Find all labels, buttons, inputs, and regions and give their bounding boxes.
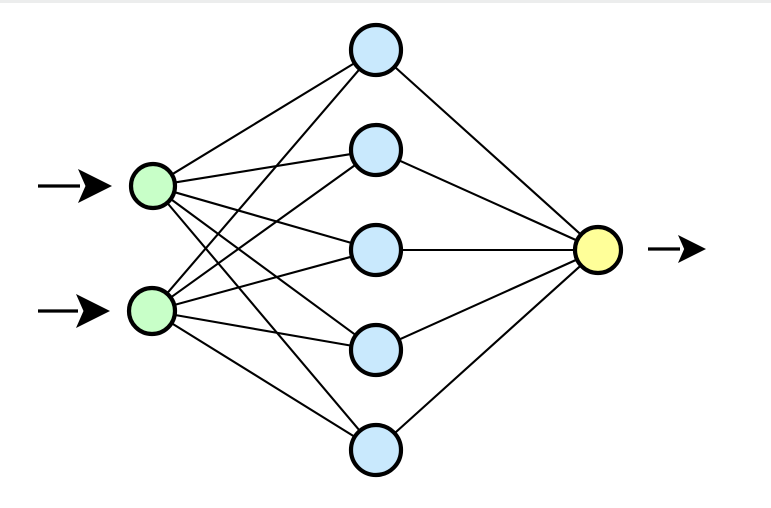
edge-in-2-to-hid-1	[166, 68, 361, 295]
edge-in-2-to-hid-4	[174, 313, 353, 347]
edge-in-1-to-hid-3	[173, 191, 353, 245]
edge-in-2-to-hid-3	[173, 255, 353, 306]
edge-in-2-to-hid-5	[170, 322, 356, 438]
node-hid-2[interactable]	[348, 122, 404, 178]
node-hid-4[interactable]	[348, 322, 404, 378]
edge-in-2-to-hid-2	[169, 163, 357, 299]
edge-in-1-to-hid-2	[174, 153, 352, 184]
edge-hid-4-to-out-1	[398, 258, 578, 341]
top-decorative-band	[0, 0, 771, 3]
edge-hid-5-to-out-1	[393, 264, 582, 435]
node-in-1[interactable]	[128, 161, 178, 211]
nodes-group	[126, 22, 624, 478]
edge-in-1-to-hid-4	[170, 198, 357, 336]
node-hid-5[interactable]	[348, 422, 404, 478]
edge-hid-1-to-out-1	[393, 65, 582, 236]
output-arrow	[648, 235, 706, 263]
input-arrow-bottom-head	[76, 294, 110, 328]
edge-hid-2-to-out-1	[398, 159, 578, 242]
input-arrow-top	[38, 169, 112, 203]
node-hid-1[interactable]	[348, 22, 404, 78]
io-arrows-group	[38, 169, 706, 328]
node-out-1[interactable]	[572, 224, 624, 276]
edges-group	[166, 62, 582, 438]
input-arrow-top-head	[78, 169, 112, 203]
input-arrow-bottom	[38, 294, 110, 328]
edge-in-1-to-hid-5	[166, 202, 361, 432]
node-hid-3[interactable]	[348, 222, 404, 278]
edge-in-1-to-hid-1	[171, 62, 356, 176]
node-in-2[interactable]	[126, 285, 178, 337]
output-arrow-head	[678, 235, 706, 263]
